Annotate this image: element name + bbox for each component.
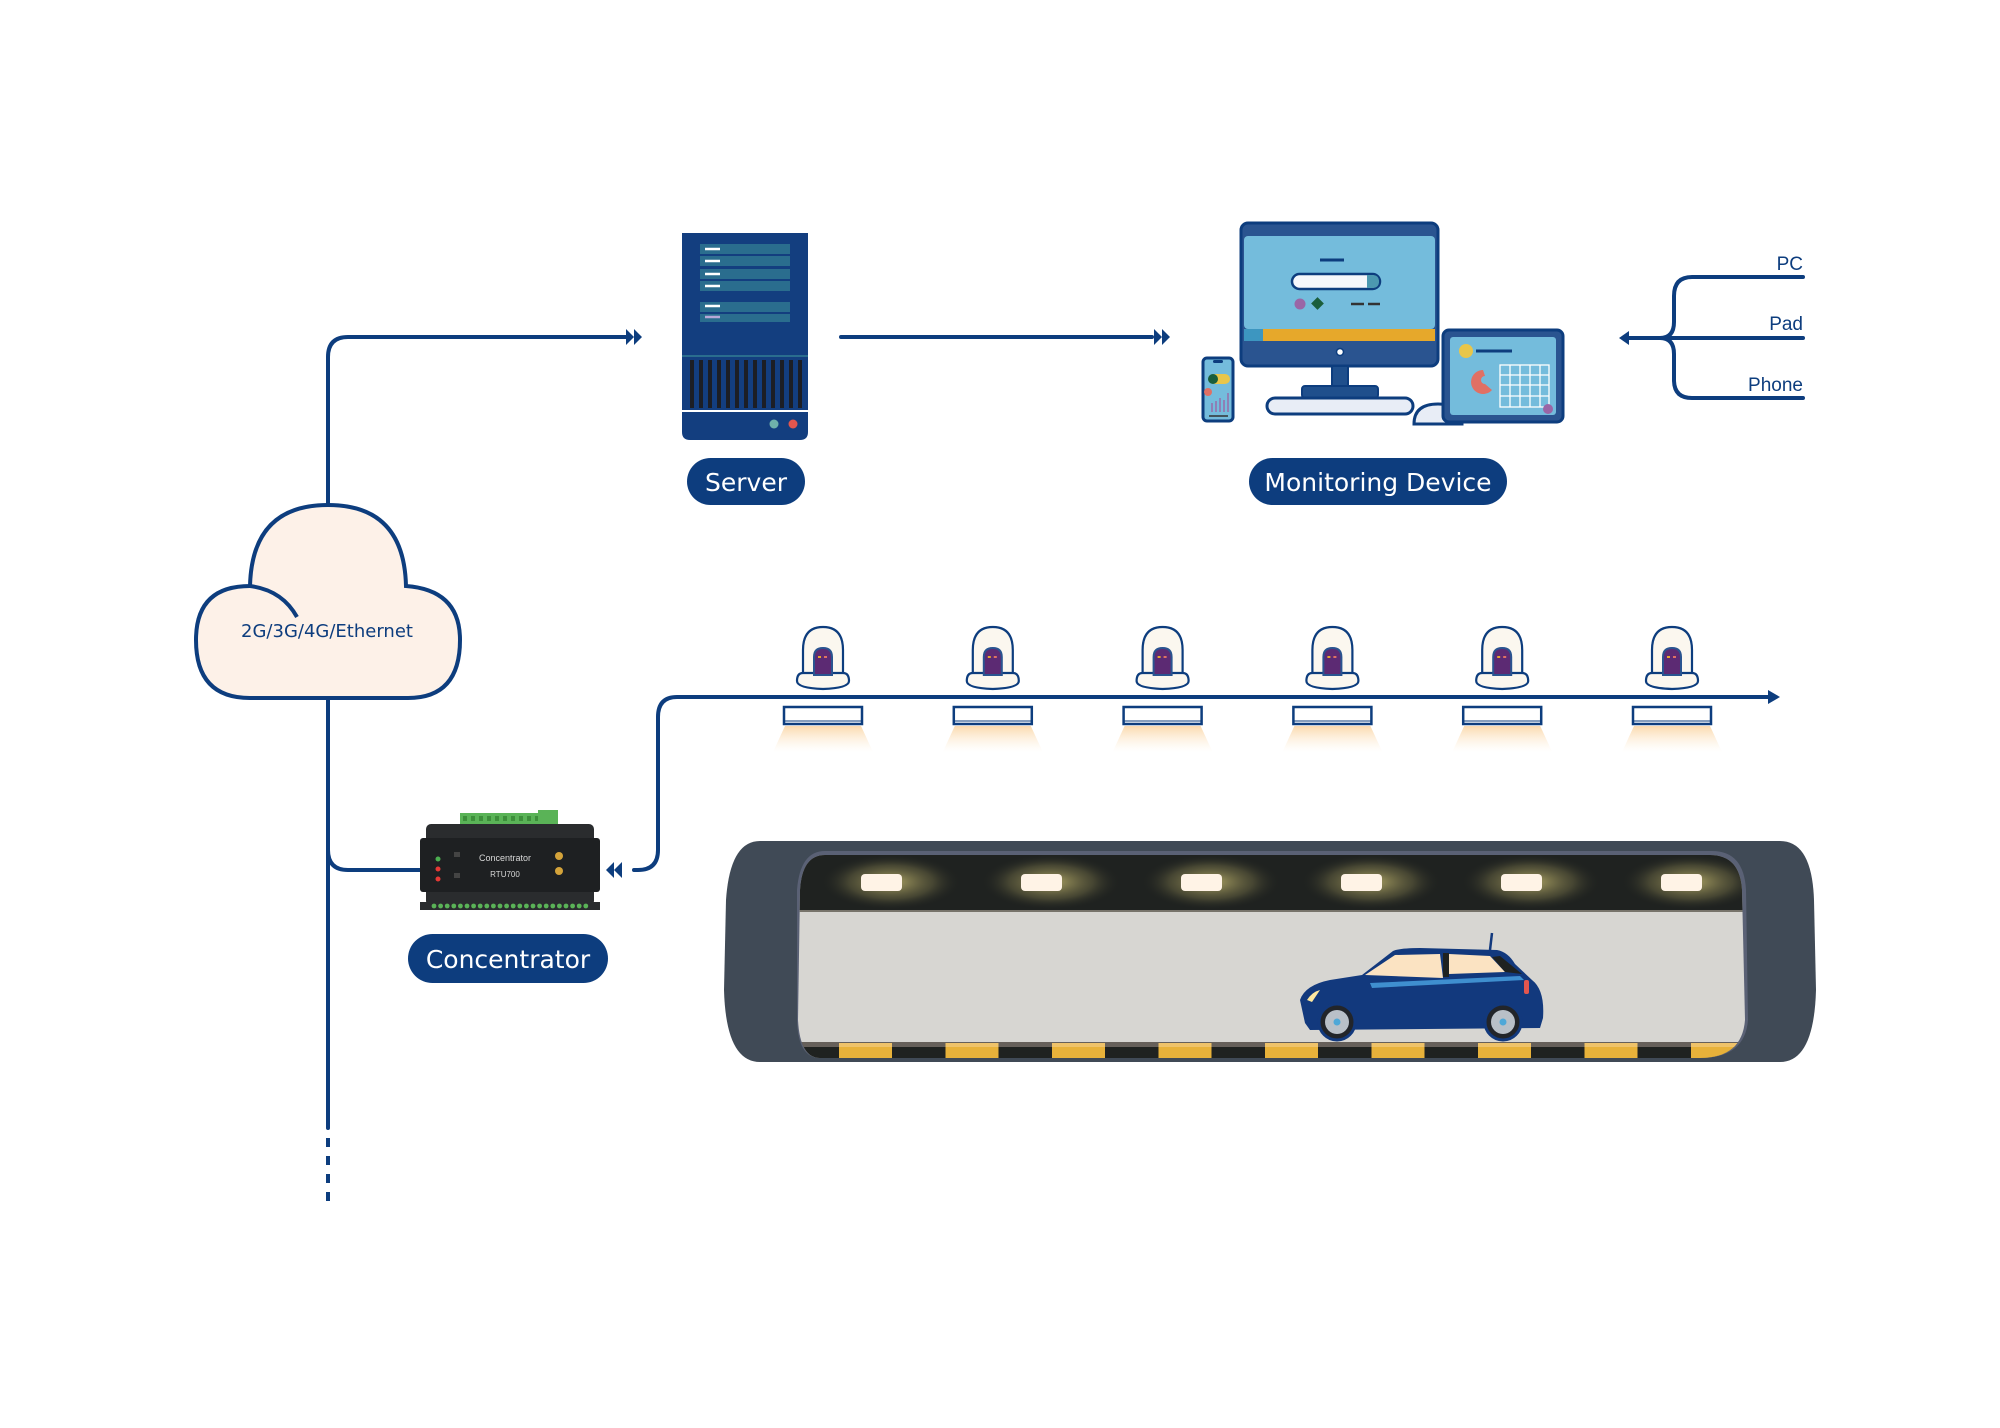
- lamp-controller: [1282, 625, 1383, 752]
- server-icon: [682, 233, 808, 440]
- tunnel-lamp-light: [1661, 874, 1702, 891]
- single-lamp-controller-icon: [795, 625, 851, 691]
- monitoring-device: Monitoring Device: [1201, 221, 1565, 505]
- bus-arrow-right: [1768, 690, 1780, 704]
- lamp-light-beam: [1622, 726, 1722, 752]
- connection-lines: [326, 275, 1805, 1210]
- single-lamp-controller-icon: [965, 625, 1020, 691]
- tunnel-lamp: [981, 855, 1121, 910]
- concentrator-branch-line: [326, 848, 422, 872]
- lamp-controller: [1112, 625, 1213, 752]
- lamp-controller: [1452, 625, 1553, 752]
- cloud-inner-arc: [249, 584, 299, 619]
- lamp-fixture: [1631, 705, 1713, 726]
- concentrator-device-name: Concentrator: [479, 853, 531, 863]
- car-icon: [1300, 932, 1544, 1042]
- double-arrow-to-concentrator: [606, 862, 622, 878]
- concentrator-device-model: RTU700: [490, 870, 520, 879]
- concentrator: Concentrator RTU700 Concentrator: [408, 810, 608, 983]
- endpoint-label-pad: Pad: [1769, 314, 1803, 335]
- server: Server: [682, 233, 808, 505]
- arrow-heads: [606, 329, 1780, 878]
- tunnel-lamps: [821, 855, 1745, 910]
- tunnel-lamp-light: [1341, 874, 1382, 891]
- lamp-light-beam: [1452, 726, 1553, 752]
- lamp-fixture: [952, 705, 1034, 726]
- backbone-line-upper: [326, 335, 630, 507]
- lamp-fixture: [782, 705, 864, 726]
- monitoring-label-pill: Monitoring Device: [1249, 458, 1507, 505]
- lamp-fixture: [1461, 705, 1543, 726]
- tunnel-lamp: [1461, 855, 1601, 910]
- tunnel-lamp-light: [1501, 874, 1542, 891]
- monitoring-label: Monitoring Device: [1264, 468, 1491, 497]
- tunnel-lamp: [1141, 855, 1281, 910]
- concentrator-label: Concentrator: [426, 945, 591, 974]
- tunnel-lamp-light: [1181, 874, 1222, 891]
- server-label: Server: [705, 468, 788, 497]
- lamp-light-beam: [1282, 726, 1383, 752]
- lamp-fixture: [1122, 705, 1203, 726]
- concentrator-label-pill: Concentrator: [408, 934, 608, 983]
- double-arrow-to-server: [626, 329, 642, 345]
- tunnel-lamp-light: [1021, 874, 1062, 891]
- tunnel-lamp: [1621, 855, 1745, 910]
- lamp-light-beam: [1112, 726, 1213, 752]
- lamp-fixture: [1292, 705, 1373, 726]
- lamp-controllers: [773, 625, 1722, 752]
- phone: [1201, 356, 1235, 423]
- cloud-icon: [193, 502, 463, 700]
- lamp-controller: [942, 625, 1043, 752]
- network-label: 2G/3G/4G/Ethernet: [241, 621, 413, 642]
- tunnel-lamp-light: [861, 874, 902, 891]
- arrow-from-endpoints: [1619, 331, 1629, 345]
- network-cloud: 2G/3G/4G/Ethernet: [193, 502, 463, 700]
- tunnel-icon: [724, 841, 1816, 1062]
- lamp-controller: [773, 625, 873, 752]
- computer-tablet-phone-icon: [1201, 221, 1565, 426]
- endpoint-label-pc: PC: [1777, 254, 1803, 275]
- endpoint-label-phone: Phone: [1748, 375, 1803, 396]
- double-arrow-to-monitor: [1154, 329, 1170, 345]
- lamp-bus-line: [632, 695, 1770, 872]
- tunnel-lamp: [1301, 855, 1441, 910]
- single-lamp-controller-icon: [1305, 625, 1360, 691]
- endpoint-phone-line: [1658, 336, 1805, 400]
- road-stripes: [839, 1043, 1744, 1058]
- lamp-light-beam: [773, 726, 873, 752]
- single-lamp-controller-icon: [1644, 625, 1700, 691]
- single-lamp-controller-icon: [1475, 625, 1530, 691]
- lamp-light-beam: [942, 726, 1043, 752]
- concentrator-device-icon: Concentrator RTU700: [420, 810, 600, 910]
- server-label-pill: Server: [687, 458, 805, 505]
- tunnel-lamp: [821, 855, 961, 910]
- lamp-controller: [1622, 625, 1722, 752]
- single-lamp-controller-icon: [1135, 625, 1190, 691]
